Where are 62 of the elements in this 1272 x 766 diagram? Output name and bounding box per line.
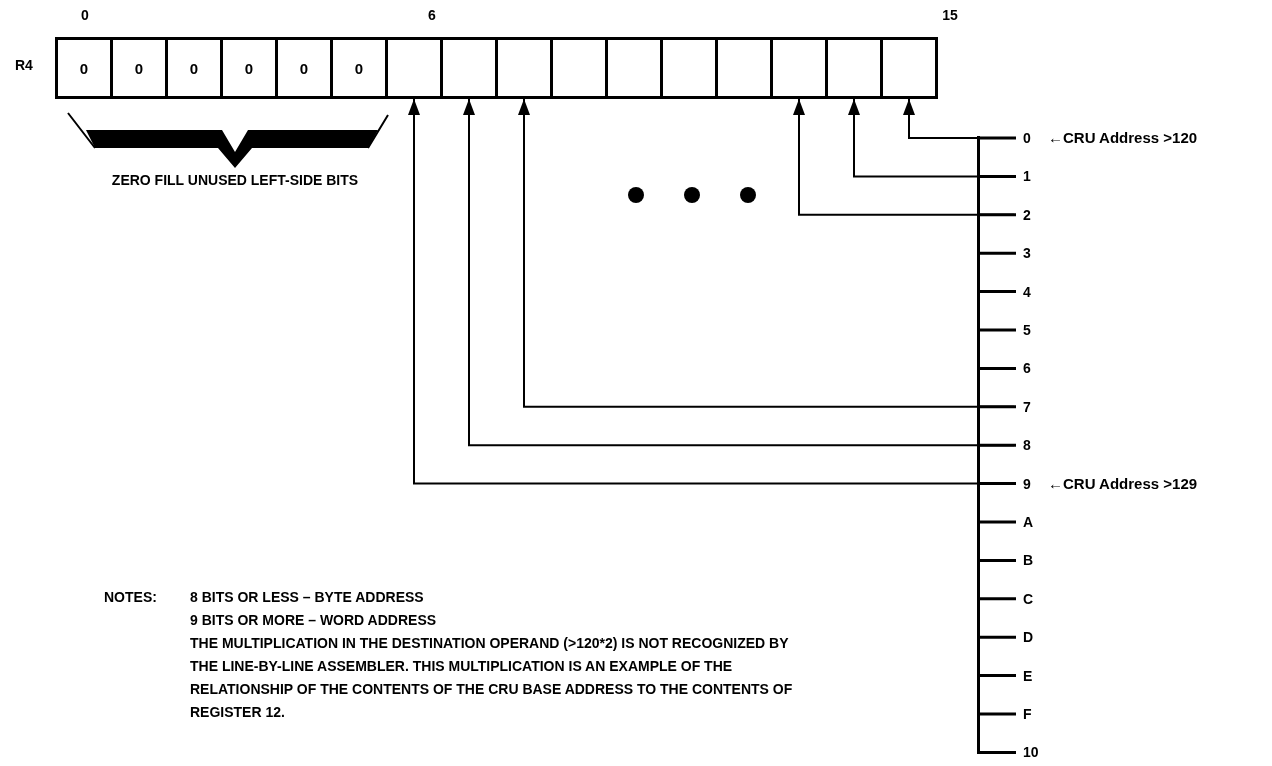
tick-line xyxy=(980,213,1016,217)
bit-address-label: C xyxy=(1016,589,1044,608)
bit-position-number: 6 xyxy=(427,6,437,25)
tick-line xyxy=(980,443,1016,447)
bit-cell xyxy=(770,37,828,99)
tick-line xyxy=(980,597,1016,601)
tick-line xyxy=(980,328,1016,332)
bit-address-label: D xyxy=(1016,628,1044,647)
bit-address-label: 3 xyxy=(1016,244,1044,263)
bit-cell xyxy=(825,37,883,99)
bit-address-label: 1 xyxy=(1016,167,1044,186)
tick-line xyxy=(980,558,1016,562)
bit-cell: 0 xyxy=(220,37,278,99)
bit-address-label: 10 xyxy=(1016,743,1044,762)
bit-cell xyxy=(495,37,553,99)
tick-line xyxy=(980,136,1016,140)
tick-line xyxy=(980,712,1016,716)
bit-position-number: 0 xyxy=(80,6,90,25)
bit-address-label: 8 xyxy=(1016,436,1044,455)
bit-address-label: 2 xyxy=(1016,205,1044,224)
bit-address-label: F xyxy=(1016,705,1044,723)
bit-cell: 0 xyxy=(55,37,113,99)
bit-address-label: 4 xyxy=(1016,282,1044,301)
bit-cell xyxy=(550,37,608,99)
bit-cell xyxy=(660,37,718,99)
bit-cell xyxy=(385,37,443,99)
tick-line xyxy=(980,674,1016,678)
bit-cell: 0 xyxy=(275,37,333,99)
note-text: 8 BITS OR LESS – BYTE ADDRESS xyxy=(190,588,425,607)
tick-line xyxy=(980,366,1016,370)
bit-address-label: E xyxy=(1016,666,1044,685)
tick-line xyxy=(980,750,1016,754)
tick-line xyxy=(980,482,1016,486)
tick-line xyxy=(980,290,1016,294)
tick-line xyxy=(980,405,1016,409)
bit-address-label: 9 xyxy=(1016,474,1044,493)
tick-line xyxy=(980,251,1016,255)
address-note: ←CRU Address >129 xyxy=(1048,474,1198,493)
bit-cell xyxy=(880,37,938,99)
bit-address-label: 7 xyxy=(1016,397,1044,416)
bit-cell: 0 xyxy=(330,37,388,99)
bit-cell xyxy=(715,37,773,99)
bit-cell xyxy=(440,37,498,99)
bit-address-label: A xyxy=(1016,513,1044,531)
bit-address-label: 5 xyxy=(1016,321,1044,339)
register-name: R4 xyxy=(15,57,33,73)
note-text: THE MULTIPLICATION IN THE DESTINATION OPERAND (>120*2) IS NOT RECOGNIZED BY THE LINE-BY-LINE ASSEMBLER. THIS MULTIPLICATION IS AN EXAMPLE OF THE RELATIONSHIP OF THE CONTENTS OF THE CRU BASE ADDRESS TO THE CONTENTS OF REGISTER 12. xyxy=(190,634,794,722)
bus-line xyxy=(977,136,980,755)
bit-address-label: 0 xyxy=(1016,129,1044,147)
bit-cell: 0 xyxy=(110,37,168,99)
bit-address-label: 6 xyxy=(1016,359,1044,378)
address-note: ←CRU Address >120 xyxy=(1048,129,1198,147)
tick-line xyxy=(980,520,1016,524)
note-text: 9 BITS OR MORE – WORD ADDRESS xyxy=(190,611,438,630)
brace-caption: ZERO FILL UNUSED LEFT-SIDE BITS xyxy=(110,171,360,190)
bit-address-label: B xyxy=(1016,551,1044,570)
tick-line xyxy=(980,174,1016,178)
notes-heading: NOTES: xyxy=(104,588,158,607)
tick-line xyxy=(980,635,1016,639)
bit-position-number: 15 xyxy=(941,6,959,25)
bit-cell xyxy=(605,37,663,99)
bit-cell: 0 xyxy=(165,37,223,99)
